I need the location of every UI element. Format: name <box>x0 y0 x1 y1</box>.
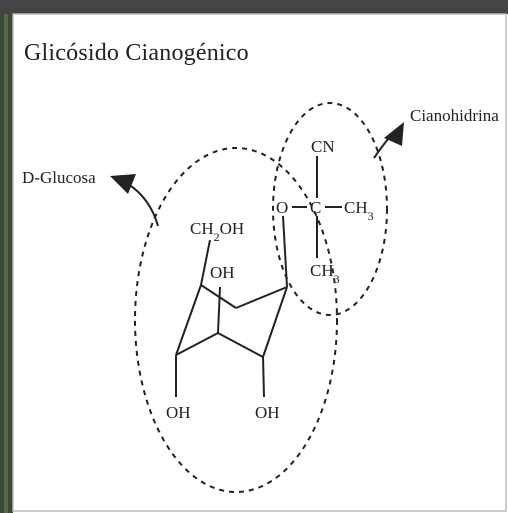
atom-ch2oh: CH2OH <box>190 219 244 244</box>
frame-border <box>12 13 507 512</box>
cyanohydrin-arrow-head <box>384 122 404 146</box>
atom-c: C <box>310 198 321 217</box>
cyanohydrin-label: Cianohidrina <box>410 106 499 125</box>
atom-ch3-right: CH3 <box>344 198 374 223</box>
atom-o: O <box>276 198 288 217</box>
glucose-arrow-curve <box>127 183 159 227</box>
glucose-label: D-Glucosa <box>22 168 96 187</box>
glucose-ring <box>175 215 288 398</box>
atom-oh-top: OH <box>210 263 235 282</box>
glucose-dashed-ellipse <box>134 147 338 493</box>
glucose-arrow-head <box>110 174 136 194</box>
diagram-title: Glicósido Cianogénico <box>24 40 249 66</box>
left-photo-strip-highlight <box>4 0 8 513</box>
atom-cn: CN <box>311 137 335 156</box>
atom-oh-right: OH <box>255 403 280 422</box>
atom-oh-left: OH <box>166 403 191 422</box>
cyanohydrin-dashed-ellipse <box>272 102 388 316</box>
cyanohydrin-bonds <box>292 156 342 258</box>
atom-ch3-bottom: CH3 <box>310 261 340 286</box>
top-frame-bar <box>0 0 508 14</box>
